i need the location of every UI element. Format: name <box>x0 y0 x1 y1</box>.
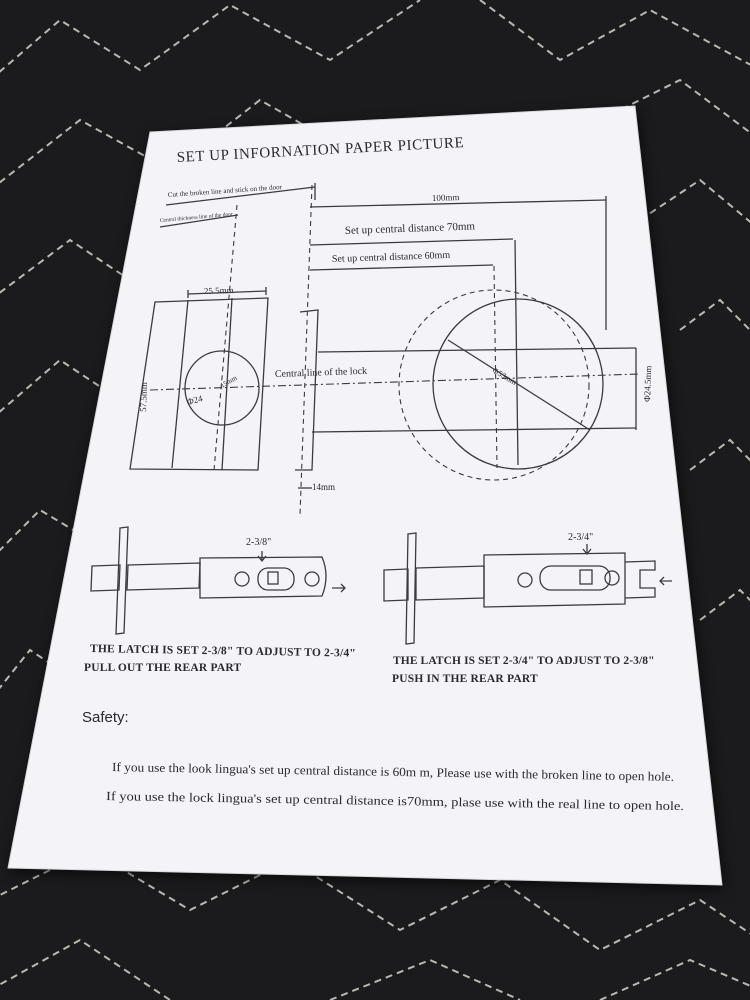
latch-right-drawing <box>383 532 672 645</box>
latch-right-caption-1: THE LATCH IS SET 2-3/4" TO ADJUST TO 2-3… <box>393 655 655 667</box>
latch-right-size: 2-3/4" <box>568 532 593 543</box>
latch-left-caption-1: THE LATCH IS SET 2-3/8" TO ADJUST TO 2-3… <box>90 643 356 660</box>
dim-57-5mm: 57.5mm <box>138 382 149 412</box>
dim-14mm: 14mm <box>312 482 335 492</box>
latch-left-size: 2-3/8" <box>246 537 271 548</box>
dim-100mm: 100mm <box>432 192 460 203</box>
dim-central-distance-70: Set up central distance 70mm <box>345 220 476 237</box>
central-line-label: Central line of the lock <box>275 366 368 380</box>
safety-heading: Safety: <box>82 709 129 726</box>
latch-left-drawing <box>90 526 346 635</box>
dim-phi24: Φ24 <box>186 393 204 407</box>
latch-left-caption-2: PULL OUT THE REAR PART <box>84 662 241 674</box>
dim-25-5mm: 25.5mm <box>204 285 234 296</box>
latch-right-caption-2: PUSH IN THE REAR PART <box>392 673 538 685</box>
dim-central-distance-60: Set up central distance 60mm <box>332 250 451 265</box>
dim-phi24-5mm: Φ24.5mm <box>642 365 653 402</box>
